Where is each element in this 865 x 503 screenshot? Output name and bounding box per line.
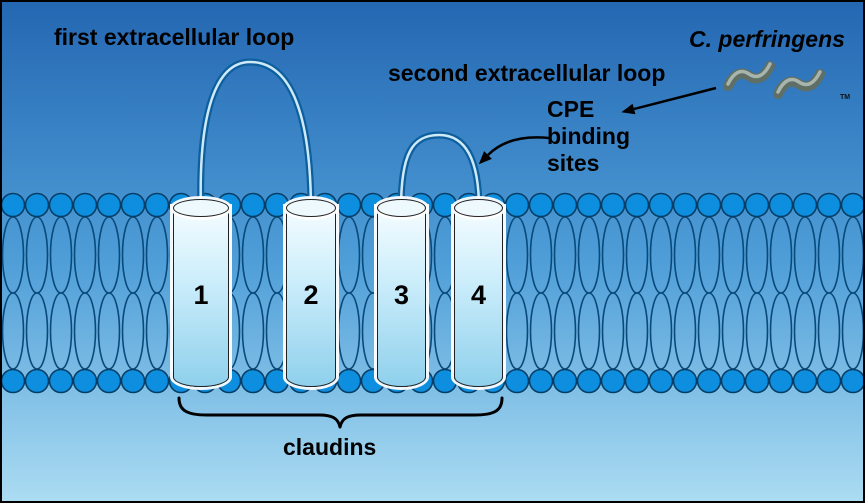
cpe-line-3: sites — [547, 150, 600, 176]
cylinder-cap — [286, 199, 336, 217]
transmembrane-domain-2: 2 — [286, 199, 336, 387]
domain-number: 4 — [470, 280, 487, 310]
cpe-line-2: binding — [547, 123, 631, 149]
cylinder-body — [454, 207, 503, 387]
cylinder-body — [173, 207, 229, 387]
arrow-bacteria-to-cpe — [621, 86, 717, 115]
second-loop-label: second extracellular loop — [388, 60, 666, 86]
claudins-label: claudins — [283, 434, 377, 460]
cylinder-body — [377, 207, 426, 387]
cylinder-body — [286, 207, 336, 387]
first-extracellular-loop — [197, 58, 315, 213]
bacteria-icon — [723, 61, 825, 99]
trademark-mark: TM — [840, 94, 851, 101]
claudins-brace — [177, 396, 504, 429]
transmembrane-domain-3: 3 — [377, 199, 426, 387]
cpe-line-1: CPE — [547, 96, 595, 122]
cylinder-cap — [454, 199, 503, 217]
arrow-cpe-to-loop — [478, 136, 550, 165]
cylinder-cap — [377, 199, 426, 217]
organism-label: C. perfringens — [689, 26, 845, 52]
transmembrane-domain-1: 1 — [173, 199, 229, 387]
transmembrane-domain-4: 4 — [454, 199, 503, 387]
domain-number: 2 — [303, 280, 319, 310]
domain-number: 3 — [393, 280, 410, 310]
first-loop-label: first extracellular loop — [54, 24, 295, 50]
cpe-binding-sites-label: CPE binding sites — [547, 96, 630, 177]
domain-number: 1 — [193, 280, 209, 310]
second-extracellular-loop — [397, 131, 483, 210]
cylinder-cap — [173, 199, 229, 217]
